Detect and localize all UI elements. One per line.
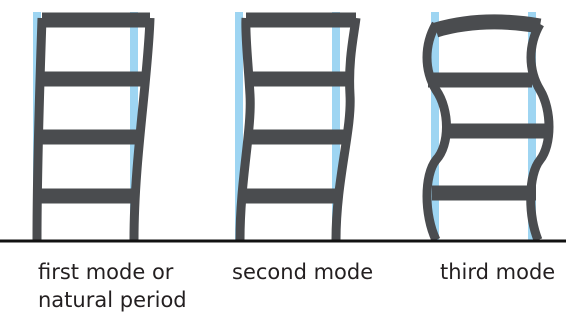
deformed-column-left — [32, 17, 47, 241]
deformed-column-right — [129, 17, 155, 241]
label-second-mode-line1: second mode — [232, 260, 374, 284]
undeformed-column-left — [235, 12, 243, 240]
label-first-mode-line1: first mode or — [38, 260, 174, 284]
label-first-mode: first mode or natural period — [38, 258, 187, 314]
undeformed-column-right — [130, 12, 138, 240]
label-third-mode-line1: third mode — [440, 260, 556, 284]
label-first-mode-line2: natural period — [38, 288, 187, 312]
roof-beam — [433, 14, 542, 38]
frame-second-mode — [235, 12, 361, 241]
undeformed-column-right — [332, 12, 340, 240]
undeformed-column-left — [431, 12, 439, 240]
label-third-mode: third mode — [440, 258, 555, 286]
label-second-mode: second mode — [232, 258, 373, 286]
frame-first-mode — [32, 12, 155, 241]
frame-third-mode — [422, 12, 554, 242]
